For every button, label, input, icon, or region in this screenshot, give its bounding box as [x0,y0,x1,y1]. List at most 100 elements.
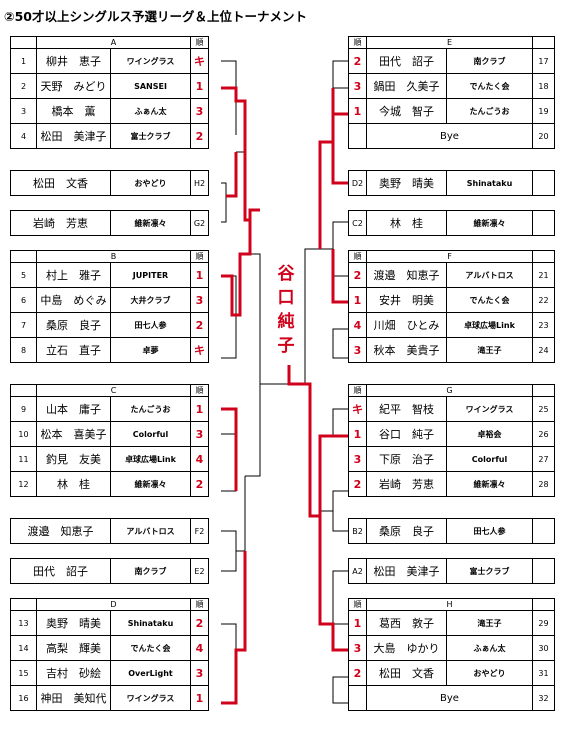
bracket-line-winner [221,551,247,705]
player-name: 岩崎 芳恵 [366,471,447,497]
bye-slot: Bye [366,123,533,149]
bracket-line-winner [318,597,348,652]
player-club: 維新凛々 [446,210,533,236]
bracket-line [332,490,348,532]
bracket-line [319,142,333,250]
player-name: 鍋田 久美子 [366,73,447,99]
player-club: Colorful [110,421,191,447]
player-club: 維新凛々 [110,471,191,497]
bracket-line-winner [243,152,250,222]
player-name: 神田 美知代 [36,685,111,711]
player-rank: 1 [190,685,209,711]
seed-code: F2 [190,518,209,544]
player-name: 松本 喜美子 [36,421,111,447]
player-club: 富士クラブ [110,123,191,149]
bracket-line-winner [331,88,348,116]
player-club: 卓夢 [110,337,191,363]
player-name: 松田 美津子 [366,558,447,584]
player-name: 今城 智子 [366,98,447,124]
player-no: 14 [10,635,37,661]
player-club: おやどり [110,170,191,196]
champion-char: 純 [277,312,295,332]
empty-cell [532,170,555,196]
empty-cell [532,210,555,236]
bracket-line-winner [221,86,247,152]
champion-char: 口 [277,288,295,308]
champion-name: 谷 口 純 子 [275,262,297,358]
player-club: 田七人参 [446,518,533,544]
bracket-line [221,623,237,650]
bracket-line-winner [245,208,260,256]
bye-slot: Bye [366,685,533,711]
player-rank: 2 [190,312,209,338]
player-rank: 1 [190,73,209,99]
seed-code: H2 [190,170,209,196]
player-name: 林 桂 [36,471,111,497]
player-name: 川畑 ひとみ [366,312,447,338]
player-name: 吉村 砂絵 [36,660,111,686]
player-no: 20 [532,123,555,149]
bracket-line-winner [221,252,245,317]
bracket-line [304,248,320,384]
bracket-line-winner [331,142,348,185]
player-club: Shinataku [110,610,191,636]
seed-code: G2 [190,210,209,236]
player-name: 谷口 純子 [366,421,447,447]
player-rank: キ [190,337,209,363]
bracket-line [221,196,227,223]
bracket-line [245,384,261,477]
player-no: 28 [532,471,555,497]
seed-code: A2 [348,558,367,584]
player-club: 卓裕会 [446,421,533,447]
player-no: 12 [10,471,37,497]
player-club: 南クラブ [110,558,191,584]
bracket-line [319,510,333,597]
player-rank: 2 [190,123,209,149]
player-name: 渡邉 知恵子 [10,518,111,544]
player-name: 岩崎 芳恵 [10,210,111,236]
bracket-line [221,275,237,359]
seed-code: E2 [190,558,209,584]
player-club: 富士クラブ [446,558,533,584]
bracket-line [221,60,237,135]
bracket-line [245,253,289,385]
bracket-line [221,182,227,196]
player-no: 9 [10,396,37,422]
player-club: ワイングラス [110,685,191,711]
bracket-line [332,221,348,277]
bracket-line [332,570,348,625]
player-club: SANSEI [110,73,191,99]
player-club: 滝王子 [446,337,533,363]
player-club: 維新凛々 [110,210,191,236]
bracket-line [332,408,348,436]
player-name: 高梨 輝美 [36,635,111,661]
page-title: ②50才以上シングルス予選リーグ＆上位トーナメント [4,9,307,24]
player-club: アルバトロス [446,262,533,288]
